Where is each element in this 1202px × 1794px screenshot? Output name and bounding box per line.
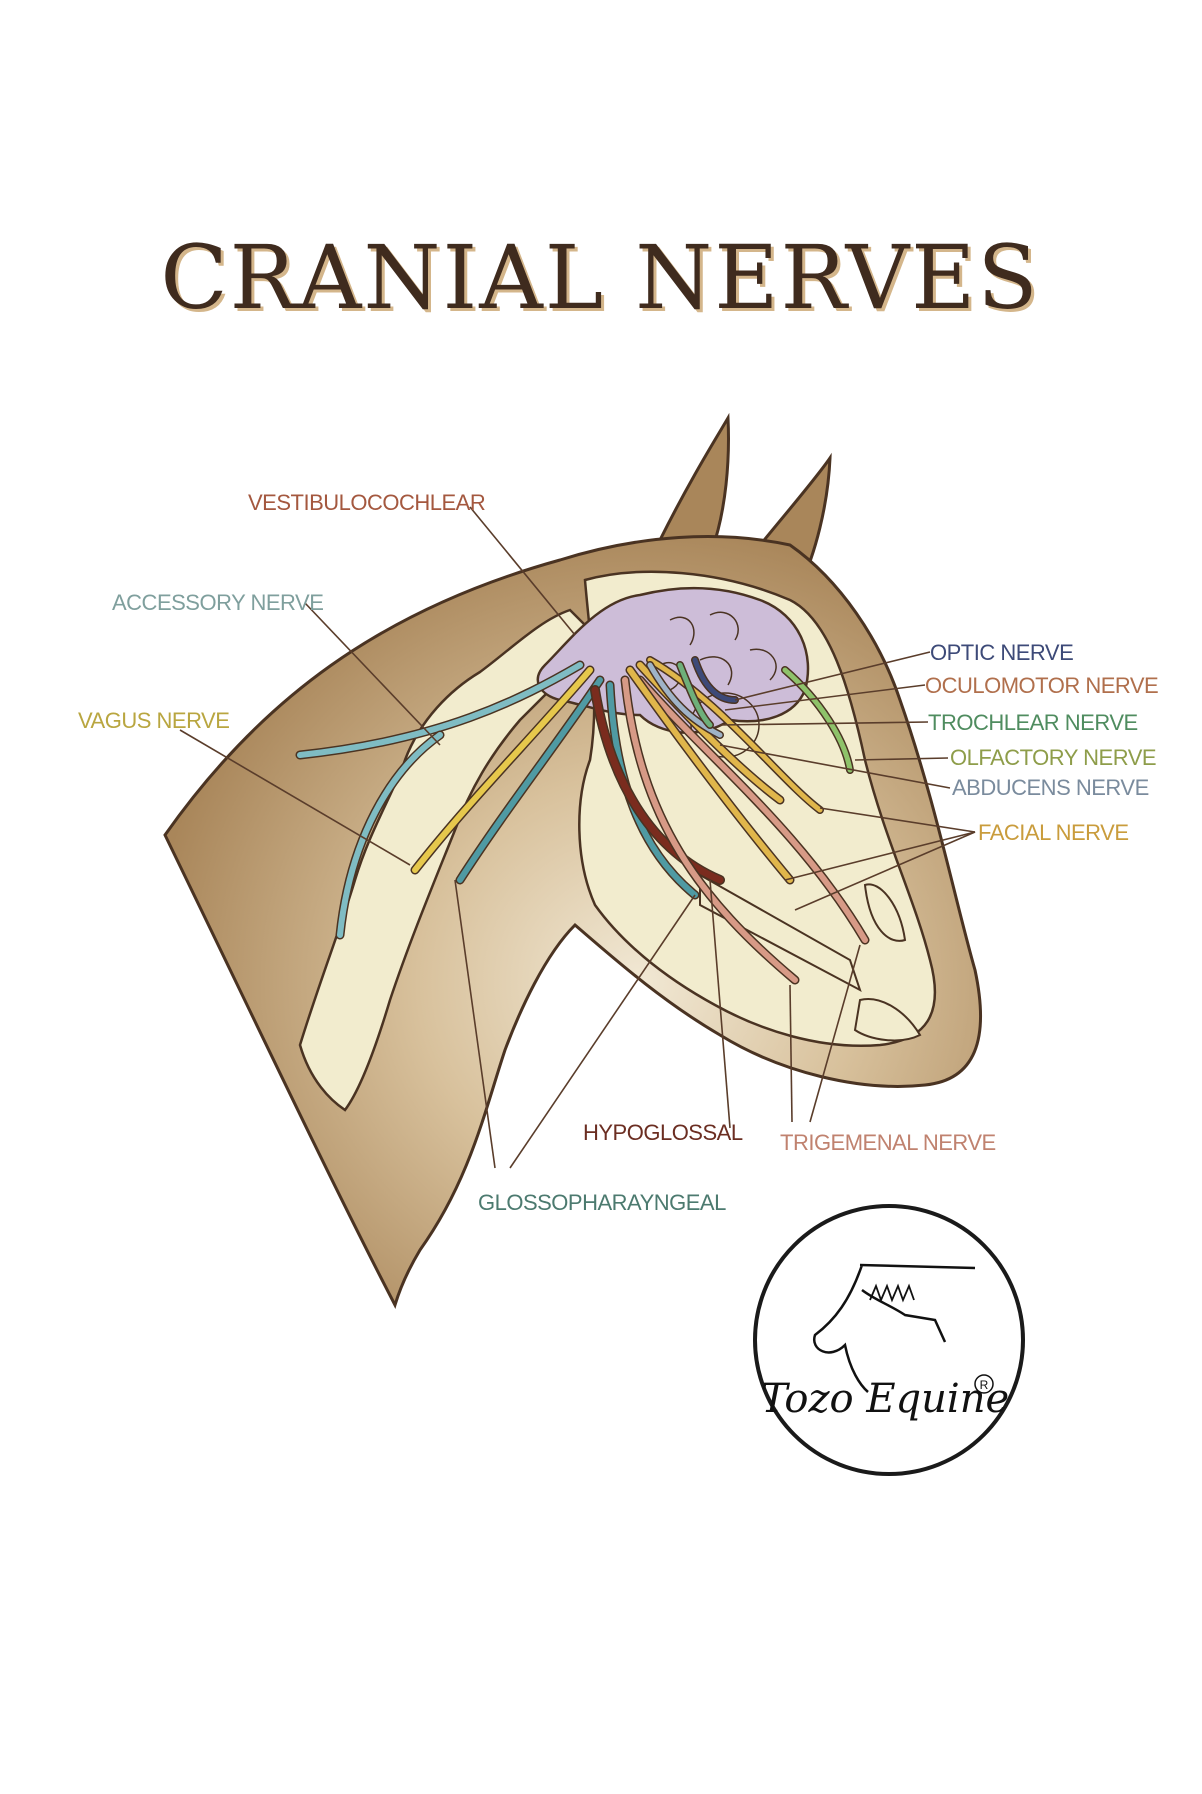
label-vestibulocochlear: VESTIBULOCOCHLEAR [248,490,485,515]
label-trigemenal: TRIGEMENAL NERVE [780,1130,996,1155]
brand-logo: Tozo Equine R [755,1206,1023,1474]
label-vagus: VAGUS NERVE [78,708,229,733]
left-ear [660,418,728,550]
label-hypoglossal: HYPOGLOSSAL [583,1120,743,1145]
logo-circle [755,1206,1023,1474]
label-olfactory: OLFACTORY NERVE [950,745,1156,770]
label-facial: FACIAL NERVE [978,820,1129,845]
registered-letter: R [980,1378,989,1392]
label-optic: OPTIC NERVE [930,640,1073,665]
label-abducens: ABDUCENS NERVE [952,775,1149,800]
label-accessory: ACCESSORY NERVE [112,590,323,615]
label-glossopharayngeal: GLOSSOPHARAYNGEAL [478,1190,726,1215]
logo-brand-text: Tozo Equine [761,1376,1009,1422]
label-oculomotor: OCULOMOTOR NERVE [925,673,1158,698]
label-trochlear: TROCHLEAR NERVE [928,710,1138,735]
page-title: CRANIAL NERVES [160,226,1039,329]
